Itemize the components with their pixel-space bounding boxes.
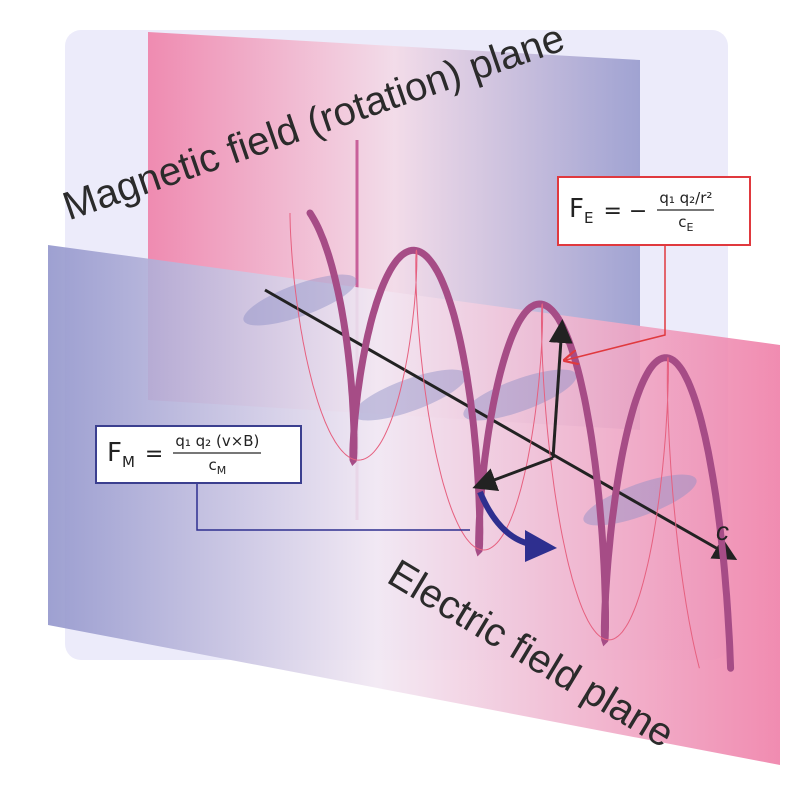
electric-field-plane — [48, 245, 780, 765]
magnetic-force-leader — [196, 482, 470, 531]
wave-helix — [306, 209, 735, 672]
magnetic-lobe — [243, 274, 357, 326]
formula-equals: = — [144, 442, 164, 467]
wave-helix-thin — [289, 213, 700, 669]
formula-equals: = − — [603, 198, 648, 224]
magnetic-force-formula: FM = q₁ q₂ (v×B) cM — [95, 425, 302, 484]
electric-force-leader — [566, 244, 666, 360]
formula-lhs: FE — [569, 194, 594, 228]
formula-fraction: q₁ q₂ (v×B) cM — [173, 432, 262, 477]
electric-force-formula: FE = − q₁ q₂/r² cE — [557, 176, 751, 246]
rotation-arrowhead — [525, 530, 557, 562]
formula-fraction: q₁ q₂/r² cE — [657, 188, 715, 234]
formula-lhs: FM — [107, 437, 135, 472]
magnetic-vector-arrow — [472, 456, 554, 491]
magnetic-lobe — [353, 369, 467, 421]
electric-vector-arrow — [548, 319, 573, 459]
speed-label: c — [716, 516, 729, 546]
